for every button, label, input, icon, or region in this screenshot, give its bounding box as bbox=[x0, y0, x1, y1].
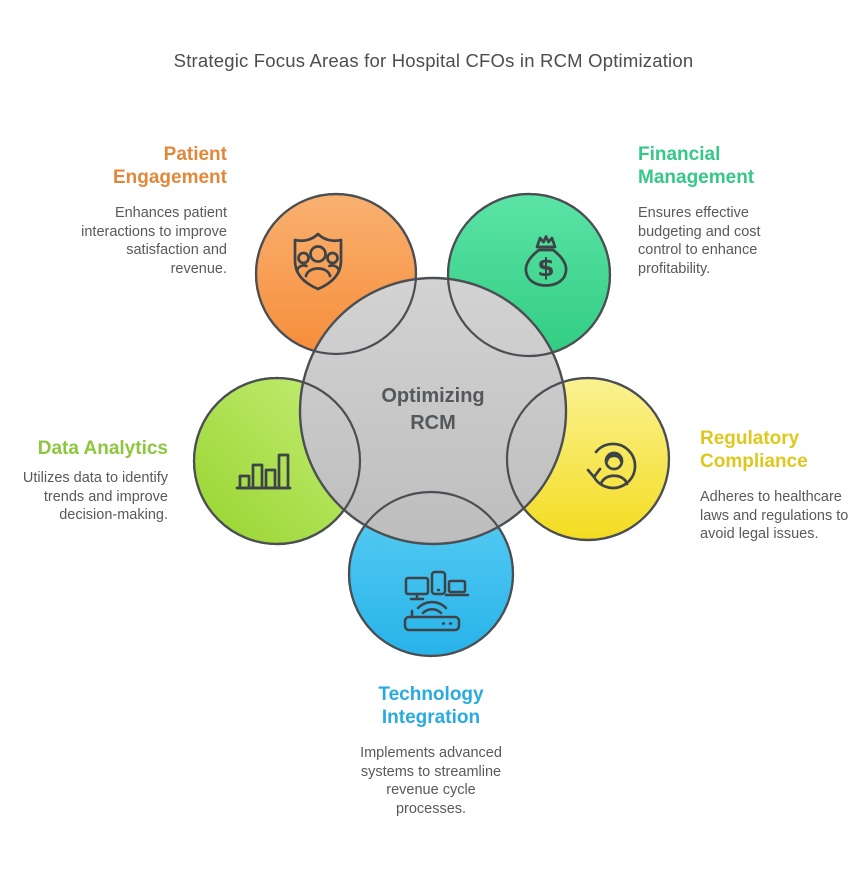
shield-people-icon bbox=[293, 232, 343, 291]
node-patient-engagement: Patient Engagement Enhances patient inte… bbox=[67, 143, 227, 278]
page-title: Strategic Focus Areas for Hospital CFOs … bbox=[173, 50, 694, 71]
node-heading: Technology Integration bbox=[378, 684, 484, 729]
node-data-analytics: Data Analytics Utilizes data to identify… bbox=[8, 437, 168, 524]
node-technology-integration: Technology Integration Implements advanc… bbox=[350, 683, 512, 818]
center-circle bbox=[298, 276, 568, 546]
node-description: Utilizes data to identify trends and imp… bbox=[22, 470, 168, 523]
node-description: Implements advanced systems to streamlin… bbox=[360, 745, 502, 817]
node-description: Ensures effective budgeting and cost con… bbox=[638, 205, 761, 277]
connected-devices-icon bbox=[403, 570, 470, 632]
node-heading: Data Analytics bbox=[37, 438, 168, 459]
money-bag-icon: $ bbox=[524, 235, 568, 287]
center-label: Optimizing RCM bbox=[381, 385, 485, 434]
node-regulatory-compliance: Regulatory Compliance Adheres to healthc… bbox=[700, 427, 850, 544]
bar-chart-icon bbox=[235, 453, 292, 490]
circle-outlines bbox=[192, 192, 671, 658]
node-heading: Patient Engagement bbox=[112, 144, 227, 189]
node-description: Enhances patient interactions to improve… bbox=[81, 205, 227, 277]
node-description: Adheres to healthcare laws and regulatio… bbox=[700, 489, 849, 543]
node-financial-management: Financial Management Ensures effective b… bbox=[638, 143, 790, 278]
dollar-symbol: $ bbox=[537, 253, 554, 282]
node-heading: Financial Management bbox=[638, 144, 755, 189]
node-heading: Regulatory Compliance bbox=[700, 428, 808, 473]
person-refresh-icon bbox=[586, 442, 637, 490]
